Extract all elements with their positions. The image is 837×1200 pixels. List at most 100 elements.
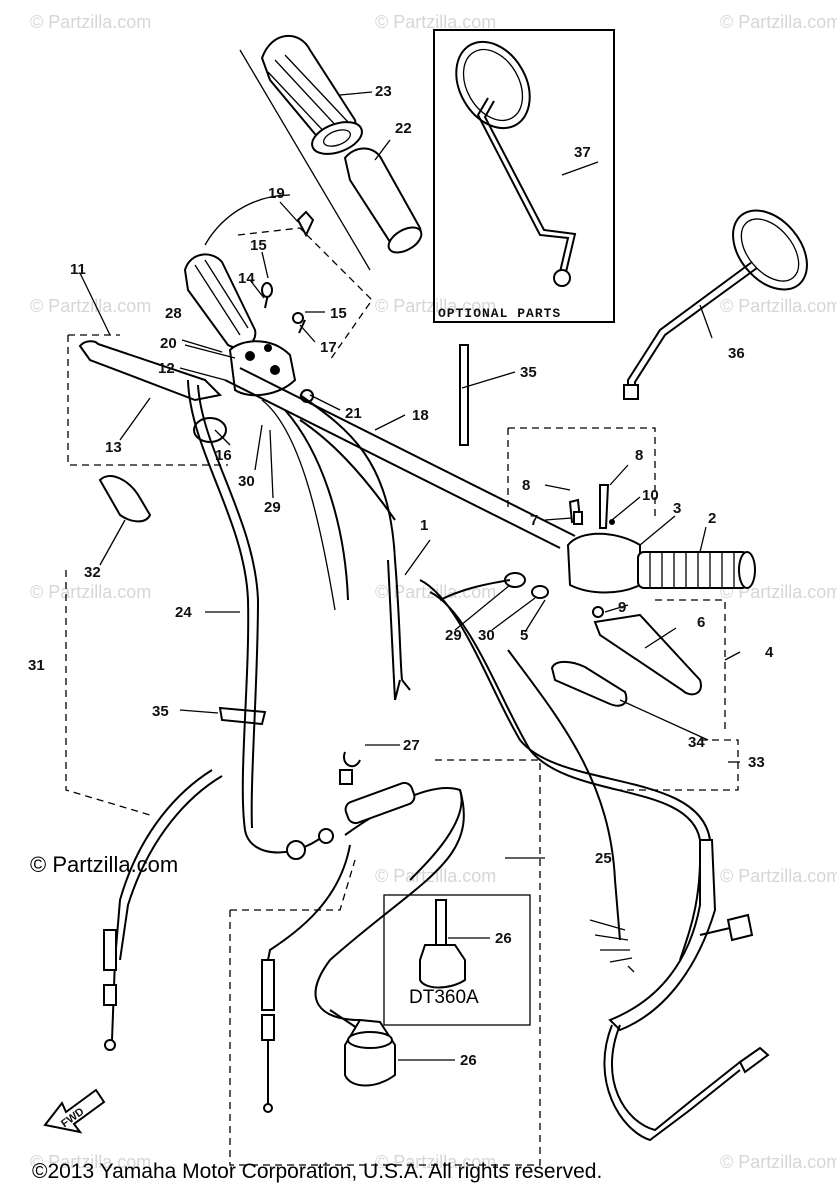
cable-31: [111, 769, 213, 1041]
grip-23: [260, 34, 363, 155]
callout-7: 7: [530, 512, 538, 529]
right-grip-assembly: [439, 484, 756, 707]
cap-19: [296, 210, 315, 238]
callout-29: 29: [264, 499, 281, 516]
callout-37: 37: [574, 144, 591, 161]
watermark: © Partzilla.com: [720, 12, 837, 32]
watermark: © Partzilla.com: [30, 582, 151, 602]
leader-lines: [79, 91, 741, 1061]
callout-2: 2: [708, 510, 716, 527]
wire-harness: [589, 919, 635, 973]
grip-22: [343, 147, 423, 254]
callout-6: 6: [697, 614, 705, 631]
washer-15: [261, 282, 273, 298]
callout-8b: 8: [635, 447, 643, 464]
partzilla-credit: © Partzilla.com: [30, 852, 179, 877]
callout-25: 25: [595, 850, 612, 867]
callout-18: 18: [412, 407, 429, 424]
variant-label: DT360A: [409, 987, 479, 1008]
lever-cover-32: [98, 475, 152, 523]
optional-parts-box: OPTIONAL PARTS: [433, 29, 615, 323]
callout-27: 27: [403, 737, 420, 754]
callout-33: 33: [748, 754, 765, 771]
left-grip-assembly: [78, 210, 315, 443]
callout-22: 22: [395, 120, 412, 137]
cable-18: [299, 394, 403, 681]
callout-31: 31: [28, 657, 45, 674]
clamp-30: [531, 585, 549, 599]
band-35-bottom: [218, 706, 267, 726]
cable-33-lower: [507, 649, 621, 941]
callout-26: 26: [495, 930, 512, 947]
callout-32: 32: [84, 564, 101, 581]
mirror-37-head: [455, 40, 531, 130]
spring-7: [573, 511, 583, 525]
watermark: © Partzilla.com: [720, 866, 837, 886]
callout-17: 17: [320, 339, 337, 356]
callout-15b: 15: [330, 305, 347, 322]
mirror-36: [623, 209, 808, 400]
cable-25-adjuster: [261, 959, 275, 1011]
cable-24: [187, 379, 331, 854]
callout-35b: 35: [152, 703, 169, 720]
callout-12: 12: [158, 360, 175, 377]
watermark: © Partzilla.com: [375, 12, 496, 32]
callout-4: 4: [765, 644, 774, 661]
callout-15: 15: [250, 237, 267, 254]
callout-10: 10: [642, 487, 659, 504]
handlebar-edge: [239, 49, 371, 271]
right-switch-outline: [508, 427, 656, 520]
handlebar-1: [224, 367, 576, 549]
callout-8: 8: [522, 477, 530, 494]
part-26-variant-box: [383, 894, 531, 1026]
grip-end: [738, 551, 756, 589]
callout-30: 30: [238, 473, 255, 490]
callout-23: 23: [375, 83, 392, 100]
callout-28: 28: [165, 305, 182, 322]
callout-3: 3: [673, 500, 681, 517]
callout-34: 34: [688, 734, 705, 751]
callout-9: 9: [618, 599, 626, 616]
callout-labels: 1 2 3 4 5 6 7 8 8 9 10 11 12 13 14 15 15…: [28, 83, 774, 1069]
watermark: © Partzilla.com: [30, 12, 151, 32]
cable-31-adjuster: [103, 929, 117, 971]
lever-cover-34: [550, 660, 628, 707]
cable-31-outline: [65, 570, 151, 816]
cable-33-upper: [419, 579, 712, 961]
watermark: © Partzilla.com: [375, 1152, 496, 1172]
watermark: © Partzilla.com: [375, 296, 496, 316]
callout-5: 5: [520, 627, 528, 644]
throttle-housing-3: [566, 532, 641, 594]
callout-19: 19: [268, 185, 285, 202]
left-grip: [183, 253, 257, 349]
clutch-lever-13: [78, 340, 223, 402]
callout-20: 20: [160, 335, 177, 352]
callout-36: 36: [728, 345, 745, 362]
watermark: © Partzilla.com: [720, 1152, 837, 1172]
group-outlines: [65, 227, 739, 1166]
optional-parts-label: OPTIONAL PARTS: [438, 306, 561, 321]
mirror-37-stem: [476, 97, 570, 273]
cable-33-outline: [620, 739, 739, 791]
mirror-37-base: [553, 269, 571, 287]
clip-27: [343, 751, 361, 768]
callout-29b: 29: [445, 627, 462, 644]
switch-group-outline: [237, 227, 373, 361]
copyright-notice: ©2013 Yamaha Motor Corporation, U.S.A. A…: [32, 1160, 603, 1183]
watermark: © Partzilla.com: [30, 296, 151, 316]
switch-connector: [726, 913, 754, 942]
watermark: © Partzilla.com: [30, 1152, 151, 1172]
fwd-arrow: FWD: [43, 1088, 106, 1134]
right-lever-outline: [655, 599, 726, 730]
brake-lever-6: [593, 613, 702, 696]
watermark: © Partzilla.com: [720, 296, 837, 316]
throttle-sleeve: [286, 751, 416, 860]
callout-26b: 26: [460, 1052, 477, 1069]
band-35-top: [459, 344, 469, 446]
washer-10: [609, 519, 615, 525]
callout-11: 11: [70, 261, 86, 278]
part-26-cap: [329, 1009, 396, 1087]
grip-2: [637, 551, 749, 589]
